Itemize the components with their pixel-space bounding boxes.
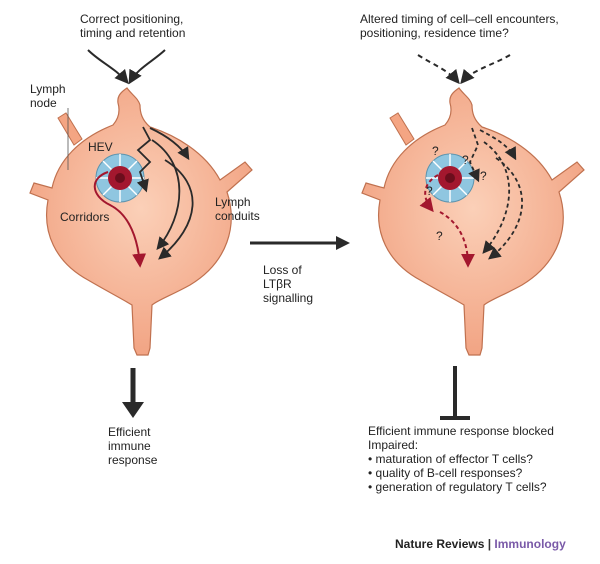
question-mark-4: ? (480, 169, 487, 183)
bullet-item: • quality of B-cell responses? (368, 466, 523, 480)
right-red-dashed-arrow-2 (439, 211, 475, 268)
right-dashed-arrow-4 (488, 157, 523, 260)
left-conduit-arrow-3 (158, 159, 194, 260)
left-lymph-node (29, 87, 253, 356)
question-mark-1: ? (432, 144, 439, 158)
right-node-body (361, 87, 585, 356)
lymph-node-label-line1: Lymph (30, 82, 66, 96)
right-incoming-arrow-2 (460, 54, 511, 85)
left-title-line1: Correct positioning, (80, 12, 184, 26)
left-node-body (29, 87, 253, 356)
transition-label-line1: Loss of (263, 263, 302, 277)
left-lightning-arrow (136, 126, 152, 193)
right-incoming-arrow-1 (417, 54, 460, 85)
question-mark-5: ? (436, 229, 443, 243)
question-mark-2: ? (426, 184, 433, 198)
left-outcome-line3: response (108, 453, 158, 467)
publisher-name: Nature Reviews (395, 537, 485, 551)
lymph-conduits-line2: conduits (215, 209, 260, 223)
right-dashed-arrow-2 (479, 129, 517, 161)
right-hev (425, 153, 475, 203)
credit-separator: | (487, 537, 492, 551)
transition-label-line2: LTβR (263, 277, 292, 291)
left-conduit-arrow-1 (149, 127, 190, 161)
left-conduit-arrow-2 (151, 139, 181, 250)
left-outcome-arrow-head (122, 402, 144, 418)
hev-label: HEV (88, 140, 113, 154)
lymph-node-label: Lymph node (30, 82, 66, 110)
left-node-upper-vessel (57, 112, 83, 146)
right-red-dashed-arrow-1 (419, 174, 439, 213)
left-title: Correct positioning, timing and retentio… (80, 12, 185, 40)
bullet-item: • maturation of effector T cells? (368, 452, 533, 466)
journal-credit: Nature Reviews | Immunology (395, 537, 566, 551)
left-corridor-arrow (93, 171, 147, 268)
left-outcome-line1: Efficient (108, 425, 151, 439)
left-outcome-label: Efficient immune response (108, 425, 157, 467)
lymph-conduits-line1: Lymph (215, 195, 251, 209)
lymph-conduits-label: Lymph conduits (215, 195, 260, 223)
right-dashed-arrow-3 (482, 141, 511, 254)
impaired-line: Impaired: (368, 438, 419, 452)
transition-label-line3: signalling (263, 291, 314, 305)
right-node-upper-vessel (389, 112, 415, 146)
right-lymph-node (361, 87, 585, 356)
transition-label: Loss of LTβR signalling (263, 263, 313, 305)
right-outcome-label: Efficient immune response blocked Impair… (368, 424, 554, 494)
left-hev (95, 153, 145, 203)
blocked-line: Efficient immune response blocked (368, 424, 554, 438)
right-title: Altered timing of cell–cell encounters, … (360, 12, 559, 40)
left-incoming-arrow-2 (128, 49, 166, 85)
right-title-line1: Altered timing of cell–cell encounters, (360, 12, 559, 26)
left-title-line2: timing and retention (80, 26, 186, 40)
question-mark-3: ? (462, 153, 469, 167)
transition-arrow-head (336, 236, 350, 250)
right-dashed-arrow-1 (468, 127, 480, 183)
corridors-label: Corridors (60, 210, 110, 224)
journal-name: Immunology (494, 537, 566, 551)
left-outcome-line2: immune (108, 439, 151, 453)
left-incoming-arrow-1 (87, 49, 129, 85)
bullet-item: • generation of regulatory T cells? (368, 480, 547, 494)
lymph-node-label-line2: node (30, 96, 57, 110)
right-title-line2: positioning, residence time? (360, 26, 509, 40)
